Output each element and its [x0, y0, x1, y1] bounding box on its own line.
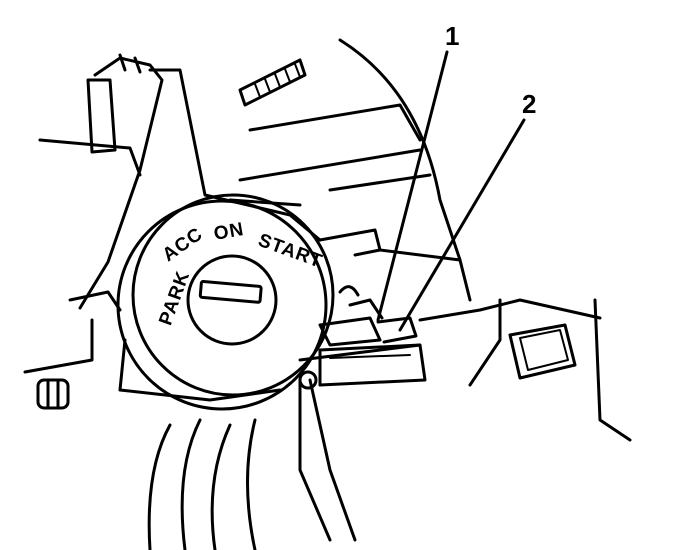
- small-knob: [36, 378, 70, 410]
- leader-line-2: [398, 118, 526, 332]
- column-cover: [147, 418, 257, 550]
- vent-grille: [238, 58, 307, 107]
- column-lower: [298, 370, 357, 542]
- position-on: ON: [212, 219, 246, 245]
- right-instrument-panel: [248, 38, 632, 442]
- connector-assembly: [318, 285, 427, 387]
- key-cylinder: [186, 254, 278, 346]
- position-acc: ACC: [159, 224, 207, 267]
- left-dash-panel: [23, 53, 164, 374]
- leader-line-1: [376, 50, 449, 322]
- callout-2: 2: [522, 89, 536, 119]
- steering-column-shroud: [148, 68, 422, 257]
- callout-1: 1: [445, 21, 459, 51]
